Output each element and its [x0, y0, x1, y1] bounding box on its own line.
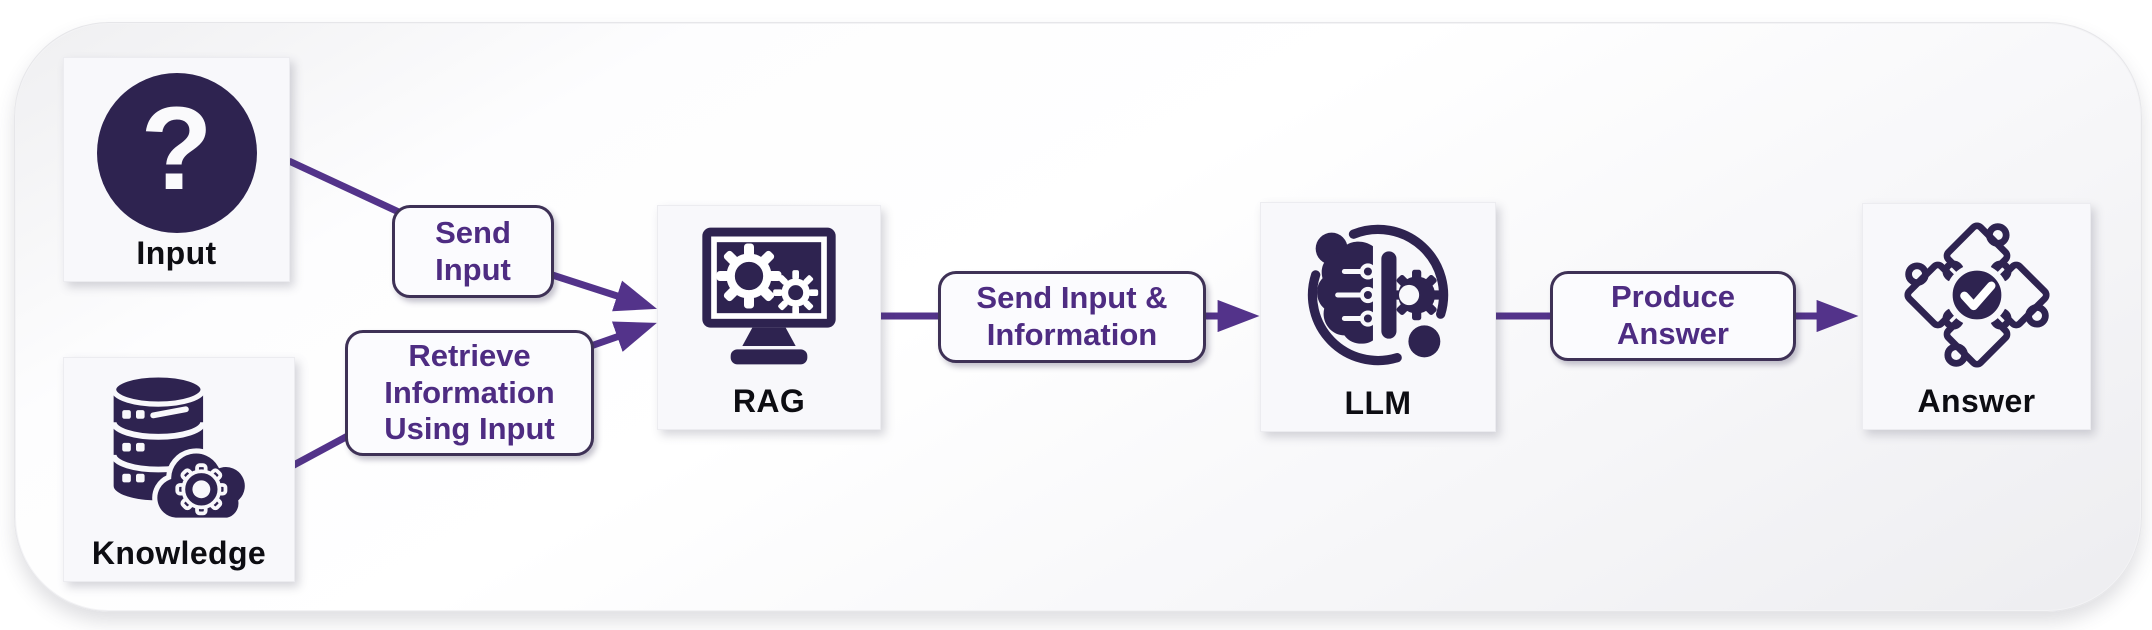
question-mark-icon: ?: [64, 58, 289, 237]
node-llm-label: LLM: [1344, 385, 1412, 421]
node-rag-label: RAG: [732, 383, 806, 419]
node-knowledge-label: Knowledge: [91, 535, 267, 571]
edge-label-produce-answer: Produce Answer: [1550, 271, 1796, 361]
arrow-retrieve-to-rag: [586, 321, 657, 352]
edge-label-send-input: Send Input: [392, 205, 554, 298]
database-cloud-gear-icon: [64, 358, 294, 537]
puzzle-check-icon: [1863, 204, 2090, 385]
node-answer-label: Answer: [1917, 383, 2036, 419]
node-llm: LLM: [1260, 202, 1496, 432]
arrow-sendinput-to-rag: [538, 267, 657, 312]
node-knowledge: Knowledge: [63, 357, 295, 582]
node-answer: Answer: [1862, 203, 2091, 430]
monitor-gears-icon: [658, 206, 880, 385]
brain-gear-orbit-icon: [1261, 203, 1495, 387]
edge-label-send-input-information: Send Input & Information: [938, 271, 1206, 363]
edge-label-retrieve-information: Retrieve Information Using Input: [345, 330, 594, 456]
node-input: ? Input: [63, 57, 290, 282]
node-rag: RAG: [657, 205, 881, 430]
node-input-label: Input: [136, 235, 217, 271]
